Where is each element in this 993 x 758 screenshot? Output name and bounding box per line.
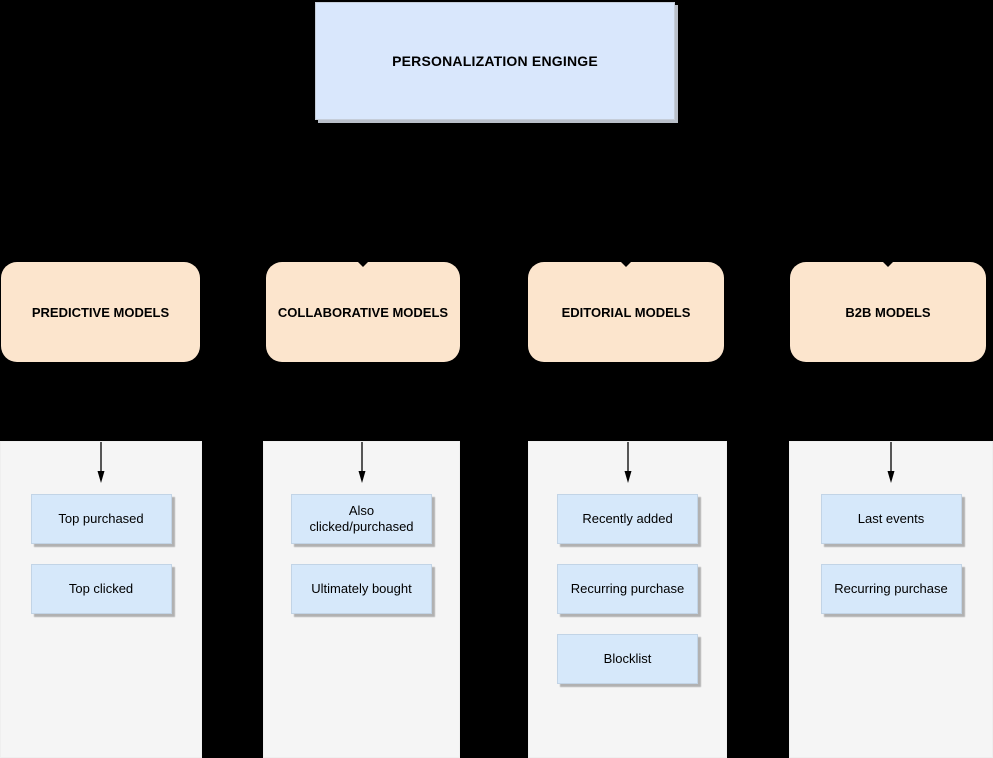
connector-arrow-tip-icon <box>621 262 631 267</box>
group-predictive-models: Top purchased Top clicked <box>0 441 202 758</box>
item-also-clicked-purchased: Also clicked/purchased <box>291 494 432 544</box>
editorial-models-label: EDITORIAL MODELS <box>561 304 691 320</box>
predictive-models-node: PREDICTIVE MODELS <box>1 262 200 362</box>
item-recurring-purchase: Recurring purchase <box>557 564 698 614</box>
arrow-down-icon <box>887 442 895 483</box>
group-collaborative-models: Also clicked/purchased Ultimately bought <box>263 441 460 758</box>
connector-arrow-tip-icon <box>358 262 368 267</box>
personalization-engine-node: PERSONALIZATION ENGINGE <box>315 2 675 120</box>
connector-arrow-tip-icon <box>883 262 893 267</box>
item-blocklist: Blocklist <box>557 634 698 684</box>
b2b-models-node: B2B MODELS <box>790 262 986 362</box>
group-editorial-models: Recently added Recurring purchase Blockl… <box>528 441 727 758</box>
editorial-models-node: EDITORIAL MODELS <box>528 262 724 362</box>
arrow-down-icon <box>624 442 631 483</box>
arrow-down-icon <box>97 442 105 483</box>
collaborative-models-label: COLLABORATIVE MODELS <box>277 304 449 320</box>
b2b-models-label: B2B MODELS <box>845 304 931 320</box>
item-recently-added: Recently added <box>557 494 698 544</box>
group-b2b-models: Last events Recurring purchase <box>789 441 993 758</box>
collaborative-models-node: COLLABORATIVE MODELS <box>266 262 460 362</box>
item-last-events: Last events <box>820 494 962 544</box>
arrow-down-icon <box>358 442 365 483</box>
item-top-clicked: Top clicked <box>30 564 172 614</box>
item-ultimately-bought: Ultimately bought <box>291 564 432 614</box>
item-top-purchased: Top purchased <box>30 494 172 544</box>
item-recurring-purchase-b2b: Recurring purchase <box>820 564 962 614</box>
